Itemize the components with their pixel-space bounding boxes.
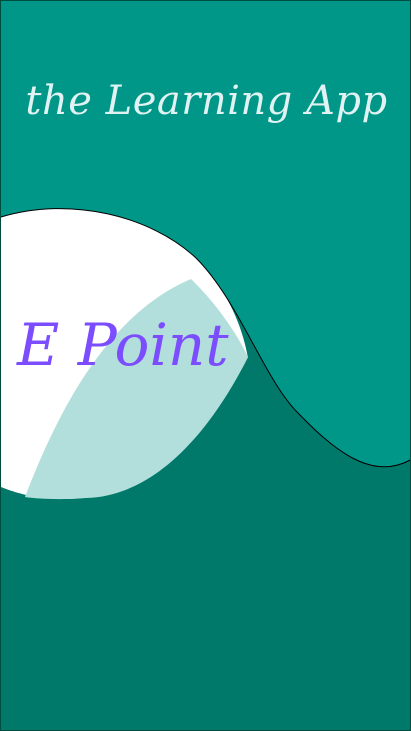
wave-outline <box>1 208 410 468</box>
app-tagline: the Learning App <box>25 78 388 124</box>
wave-accent-shape <box>25 279 248 500</box>
top-panel <box>1 1 410 467</box>
app-brand-name: E Point <box>17 311 229 379</box>
